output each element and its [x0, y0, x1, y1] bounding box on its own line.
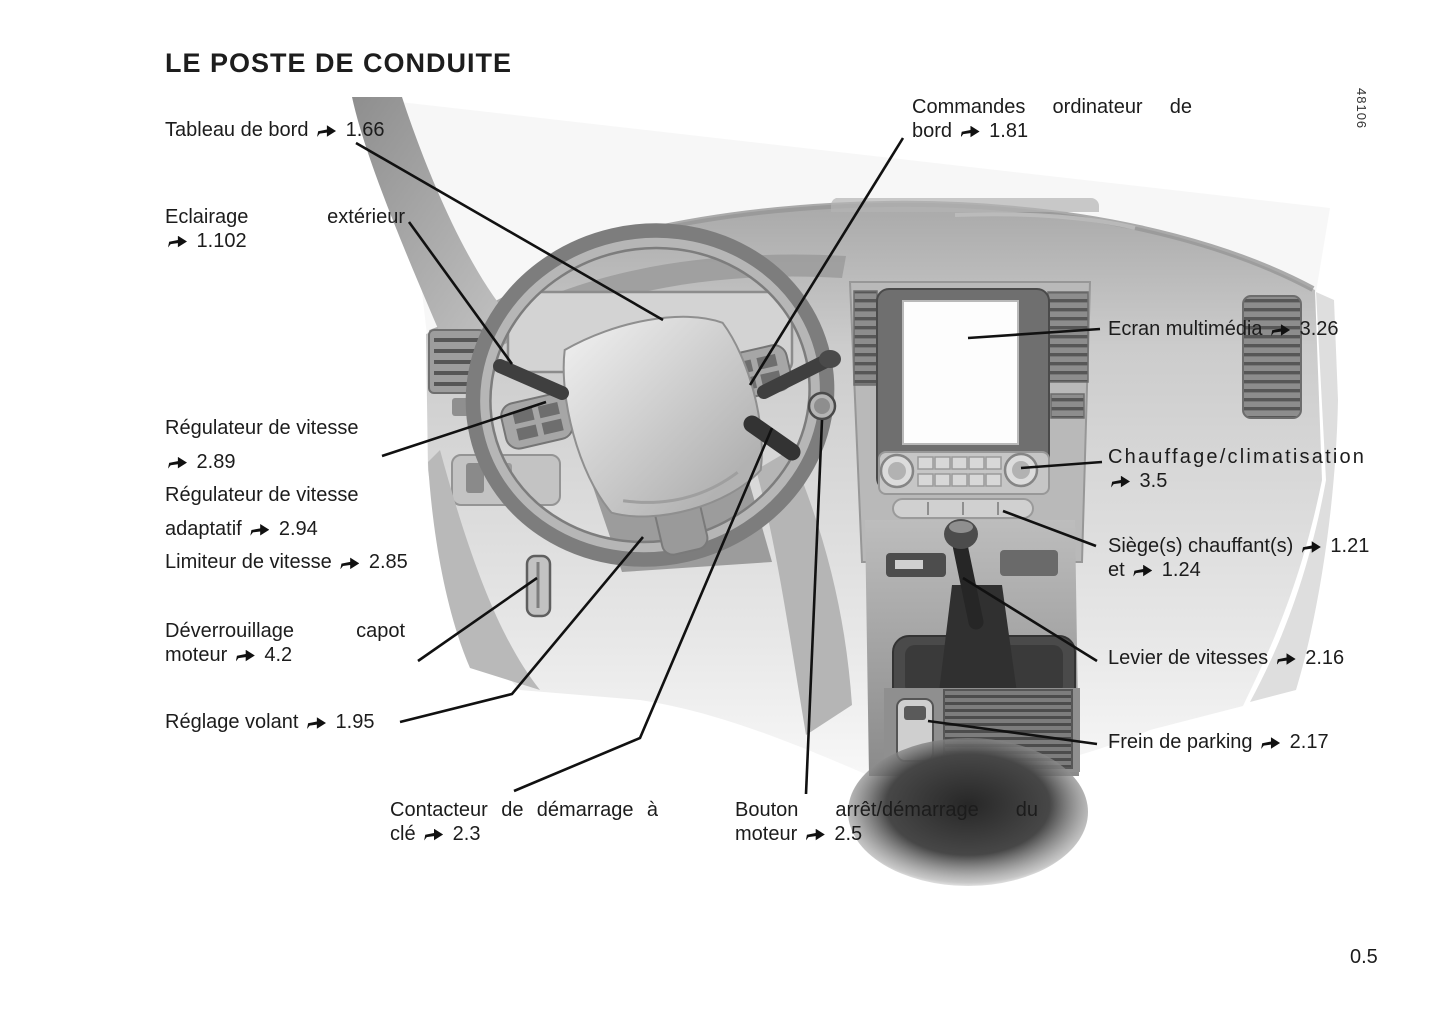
label-deverrouillage-capot: Déverrouillage capot moteur 4.2	[165, 620, 405, 667]
climate-buttons	[917, 456, 1002, 487]
label-line: bord 1.81	[912, 119, 1029, 142]
label-line: Bouton arrêt/démarrage du	[735, 799, 1038, 821]
ref-arrow-icon	[168, 235, 187, 248]
leader-reglage-volant	[399, 536, 644, 724]
airbag-pad	[562, 315, 763, 518]
left-switch-1	[466, 463, 484, 493]
leader-tableau-de-bord	[355, 141, 664, 322]
label-line: Limiteur de vitesse 2.85	[165, 551, 408, 574]
ref-arrow-icon	[1133, 564, 1153, 577]
ref-arrow-icon	[250, 524, 270, 536]
ref-arrow-icon	[424, 828, 444, 841]
label-line: Déverrouillage capot	[165, 620, 405, 642]
wiper-computer-stalk	[757, 354, 833, 399]
leader-deverrouillage-capot	[417, 576, 538, 663]
climate-controls	[878, 451, 1050, 495]
ref-arrow-icon	[1271, 324, 1291, 336]
gear-lever	[938, 519, 1018, 700]
label-line: 1.102	[165, 230, 405, 254]
label-eclairage-exterieur: Eclairage extérieur 1.102	[165, 206, 405, 253]
label-tableau-de-bord: Tableau de bord 1.66	[165, 119, 385, 141]
a-pillar	[352, 97, 524, 352]
leader-sieges-chauffants	[1002, 509, 1097, 548]
label-contacteur-demarrage: Contacteur de démarrage à clé 2.3	[390, 799, 658, 846]
label-line: Régulateur de vitesse	[165, 484, 359, 507]
usb-aux-inner	[895, 560, 923, 569]
door-trim	[1250, 292, 1338, 702]
start-stop-button-center	[814, 398, 830, 414]
screen-right-vent	[1047, 291, 1089, 383]
page-number: 0.5	[1350, 946, 1378, 968]
ref-arrow-icon	[168, 456, 187, 469]
leader-regulateur-vitesse	[381, 400, 547, 458]
label-line: 3.5	[1108, 470, 1366, 494]
ref-arrow-icon	[235, 649, 255, 662]
figure-number: 48106	[1354, 88, 1369, 130]
steering-wheel	[465, 223, 835, 567]
label-line: Chauffage/climatisation	[1108, 446, 1367, 468]
ref-arrow-icon	[306, 717, 326, 729]
parking-brake-cap	[904, 706, 926, 720]
label-line: Siège(s) chauffant(s) 1.21	[1108, 535, 1370, 557]
leader-lines	[355, 137, 1103, 795]
leader-commandes-ordinateur	[748, 137, 905, 386]
left-knee-panel	[428, 450, 540, 690]
lower-stalk	[743, 415, 801, 461]
screen-left-vent	[853, 290, 878, 386]
windshield-area	[400, 102, 1330, 335]
light-stalk	[493, 359, 569, 400]
leader-eclairage-exterieur	[407, 221, 514, 365]
leader-levier-vitesses	[962, 576, 1098, 663]
label-line: moteur 4.2	[165, 643, 293, 666]
climate-left-knob-center	[888, 462, 906, 480]
stalk-end-knob	[819, 350, 841, 368]
ref-arrow-icon	[1301, 541, 1321, 553]
ref-arrow-icon	[340, 557, 360, 570]
leader-contacteur-demarrage	[513, 427, 774, 793]
leader-ecran-multimedia	[967, 327, 1101, 340]
leader-frein-parking	[927, 719, 1098, 746]
leader-chauffage-climatisation	[1020, 460, 1103, 470]
label-line: clé 2.3	[390, 822, 481, 845]
dash-highlight-line	[954, 212, 1136, 230]
ref-arrow-icon	[1111, 475, 1130, 488]
label-sieges-chauffants: Siège(s) chauffant(s) 1.21 et 1.24	[1108, 535, 1369, 582]
screen-right-vent-lower	[1050, 393, 1085, 419]
page-title: LE POSTE DE CONDUITE	[165, 48, 513, 79]
label-line: Régulateur de vitesse	[165, 417, 359, 439]
defrost-grille	[830, 198, 1099, 212]
right-air-vent	[1242, 295, 1302, 419]
label-bouton-arret-demarrage: Bouton arrêt/démarrage du moteur 2.5	[735, 799, 1038, 846]
label-line: 2.89	[165, 446, 408, 480]
label-chauffage-climatisation: Chauffage/climatisation 3.5	[1108, 446, 1366, 493]
climate-right-knob-center	[1012, 461, 1030, 479]
ref-arrow-icon	[805, 828, 825, 841]
label-line: Contacteur de démarrage à	[390, 799, 658, 821]
console-right-slot	[1000, 550, 1058, 576]
label-levier-vitesses: Levier de vitesses 2.16	[1108, 647, 1345, 669]
button-strip-dividers	[927, 502, 999, 515]
label-reglage-volant: Réglage volant 1.95	[165, 711, 375, 733]
label-line: adaptatif 2.94	[165, 517, 318, 540]
label-frein-parking: Frein de parking 2.17	[1108, 731, 1329, 753]
ref-arrow-icon	[960, 125, 980, 138]
ref-arrow-icon	[317, 125, 337, 137]
dash-right-leg	[756, 450, 852, 735]
label-line: Commandes ordinateur de	[912, 96, 1192, 118]
multimedia-screen	[902, 300, 1019, 445]
console-front-shadow	[848, 738, 1088, 886]
ref-arrow-icon	[1261, 737, 1281, 749]
label-line: moteur 2.5	[735, 822, 863, 845]
label-commandes-ordinateur: Commandes ordinateur de bord 1.81	[912, 96, 1192, 143]
label-line: et 1.24	[1108, 558, 1201, 581]
leader-bouton-arret-demarrage	[804, 419, 824, 795]
ref-arrow-icon	[1276, 653, 1296, 665]
label-regulateur-limiteur: Régulateur de vitesse 2.89 Régulateur de…	[165, 412, 408, 580]
label-line: Eclairage extérieur	[165, 206, 405, 228]
label-ecran-multimedia: Ecran multimédia 3.26	[1108, 318, 1339, 340]
